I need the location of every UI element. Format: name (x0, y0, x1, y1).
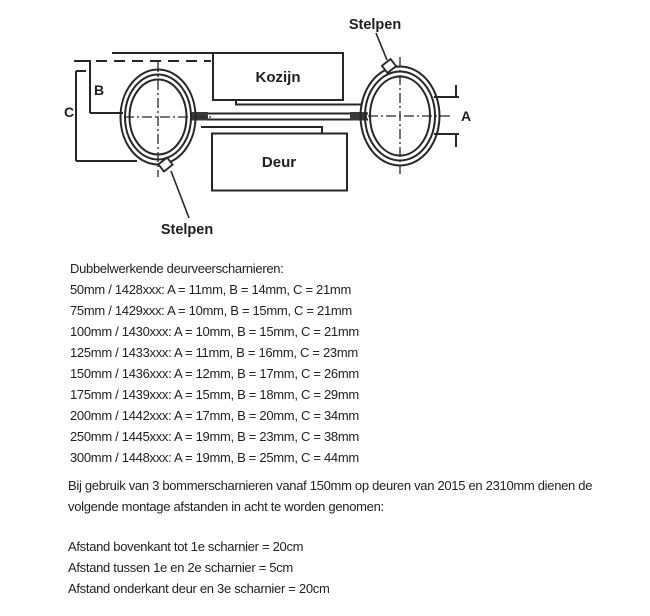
mounting-intro: Bij gebruik van 3 bommerscharnieren vana… (68, 475, 592, 517)
spec-row: 125mm / 1433xxx: A = 11mm, B = 16mm, C =… (70, 345, 358, 360)
spec-row: 50mm / 1428xxx: A = 11mm, B = 14mm, C = … (70, 282, 351, 297)
spec-row: 250mm / 1445xxx: A = 19mm, B = 23mm, C =… (70, 429, 359, 444)
mounting-intro-line: volgende montage afstanden in acht te wo… (68, 499, 384, 514)
dim-b-lines (89, 61, 123, 114)
mounting-distance-line: Afstand onderkant deur en 3e scharnier =… (68, 581, 330, 596)
spec-row: 150mm / 1436xxx: A = 12mm, B = 17mm, C =… (70, 366, 359, 381)
spec-row: 175mm / 1439xxx: A = 15mm, B = 18mm, C =… (70, 387, 359, 402)
spec-row: 100mm / 1430xxx: A = 10mm, B = 15mm, C =… (70, 324, 359, 339)
top-leaf (235, 100, 362, 106)
leaf-end-block-right (350, 112, 367, 121)
dim-a-lines (434, 85, 459, 147)
dim-a-label: A (461, 108, 471, 124)
stelpen-top-label: Stelpen (349, 17, 401, 33)
stelpen-top-leader-line (375, 32, 388, 61)
bottom-leaf (201, 126, 323, 134)
spec-list-title: Dubbelwerkende deurveerscharnieren: (70, 261, 284, 276)
dim-b-label: B (94, 82, 104, 98)
door-box (211, 132, 348, 192)
dim-c-label: C (64, 104, 74, 120)
right-coil-centerlines (368, 57, 453, 174)
spec-row: 75mm / 1429xxx: A = 10mm, B = 15mm, C = … (70, 303, 352, 318)
spec-row: 300mm / 1448xxx: A = 19mm, B = 25mm, C =… (70, 450, 359, 465)
left-coil-centerlines (124, 62, 212, 177)
stelpen-bottom-leader-line (170, 170, 190, 219)
spec-list: Dubbelwerkende deurveerscharnieren: 50mm… (70, 258, 359, 468)
mounting-intro-line: Bij gebruik van 3 bommerscharnieren vana… (68, 478, 593, 493)
stelpen-pin-top (380, 57, 398, 75)
door-label: Deur (262, 154, 296, 171)
frame-label: Kozijn (256, 69, 301, 86)
leaf-end-block-left (190, 112, 208, 121)
mounting-distance-line: Afstand bovenkant tot 1e scharnier = 20c… (68, 539, 304, 554)
dim-c-lines (75, 70, 137, 162)
frame-box (212, 52, 344, 101)
stelpen-pin-bottom (157, 156, 174, 173)
stelpen-bottom-label: Stelpen (161, 222, 213, 238)
hinge-diagram: B C (64, 17, 471, 238)
mounting-distance-line: Afstand tussen 1e en 2e scharnier = 5cm (68, 560, 293, 575)
center-leaf (190, 112, 368, 121)
mounting-distances: Afstand bovenkant tot 1e scharnier = 20c… (68, 536, 330, 599)
spec-row: 200mm / 1442xxx: A = 17mm, B = 20mm, C =… (70, 408, 359, 423)
